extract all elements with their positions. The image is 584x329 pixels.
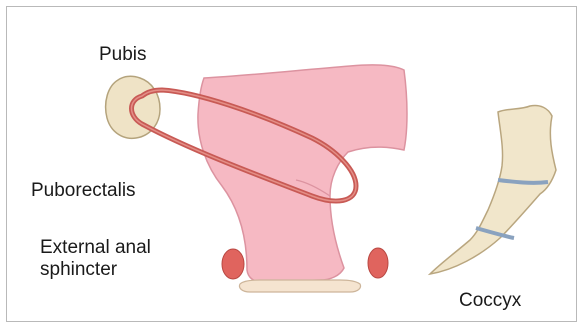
anal-base [239,280,360,292]
external-anal-sphincter-label-line1: External anal [40,237,151,259]
external-anal-sphincter-left [222,249,244,279]
coccyx-label: Coccyx [459,290,521,312]
coccyx-bone [430,105,556,274]
external-anal-sphincter-right [368,248,388,278]
external-anal-sphincter-label-line2: sphincter [40,259,151,281]
puborectalis-label: Puborectalis [31,180,136,202]
external-anal-sphincter-label: External anal sphincter [40,237,151,281]
pubis-label: Pubis [99,44,147,66]
